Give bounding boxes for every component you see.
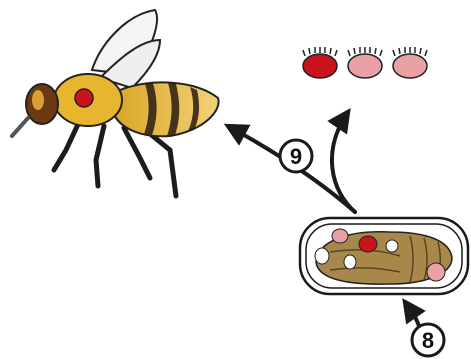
brood-cell [300, 218, 468, 294]
mite-pink-2 [393, 47, 427, 78]
mite-group [303, 47, 427, 78]
mite-in-cell-red [359, 236, 377, 252]
mite-egg-2 [344, 255, 356, 269]
mite-on-bee [75, 89, 93, 107]
step-8-number: 8 [422, 328, 434, 353]
bee-abdomen [112, 82, 219, 136]
mite-in-cell-pink-1 [332, 229, 348, 243]
arrow-step-8 [405, 302, 420, 330]
step-8-label: 8 [412, 324, 444, 356]
step-9-label: 9 [280, 140, 312, 172]
mite-pink-1 [348, 47, 382, 78]
mite-red [303, 47, 337, 78]
adult-honeybee [12, 10, 219, 196]
mite-egg-1 [315, 248, 329, 264]
bee-proboscis [12, 118, 28, 136]
bee-eye [32, 90, 44, 110]
mite-in-cell-pink-2 [427, 263, 445, 281]
mite-egg-3 [386, 240, 398, 252]
step-9-number: 9 [290, 144, 302, 169]
